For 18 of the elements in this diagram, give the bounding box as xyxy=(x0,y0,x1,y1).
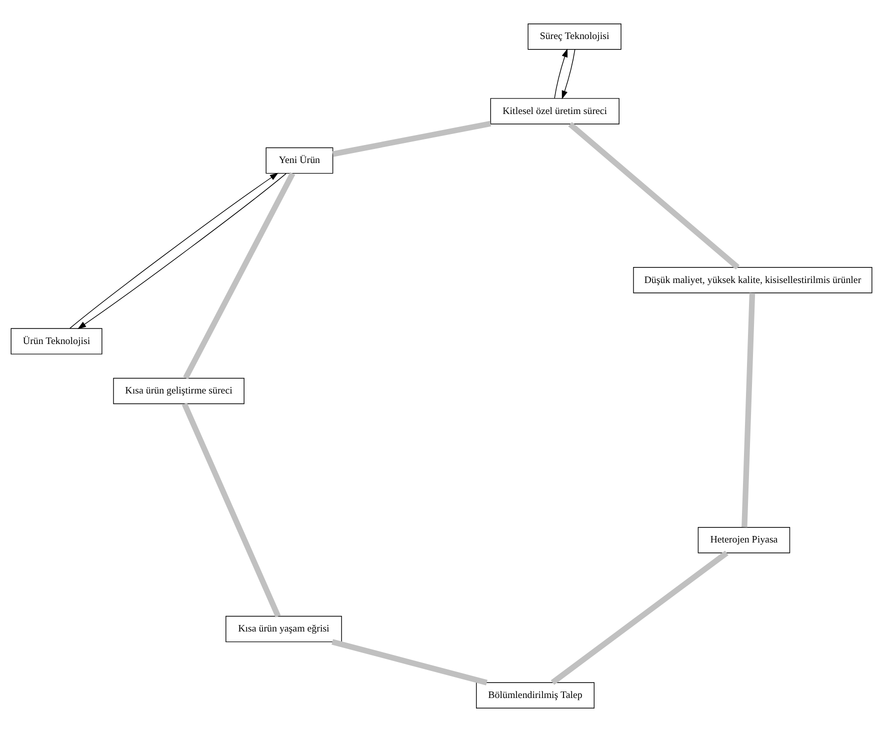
connector xyxy=(332,639,488,686)
connector xyxy=(550,550,728,685)
node-box: Yeni Ürün xyxy=(266,147,334,174)
connector xyxy=(742,292,756,528)
connector xyxy=(183,172,296,380)
node-box: Heterojen Piyasa xyxy=(698,526,790,554)
node-box: Ürün Teknolojisi xyxy=(10,328,102,354)
node-box: Düşük maliyet, yüksek kalite, kisisellestirilmis ürünler xyxy=(633,267,872,294)
node-box: Kısa ürün yaşam eğrisi xyxy=(226,616,342,642)
node-box: Kısa ürün geliştirme süreci xyxy=(113,378,244,404)
node-box: Süreç Teknolojisi xyxy=(528,23,622,50)
arrow xyxy=(554,48,568,99)
node-box: Kitlesel özel üretim süreci xyxy=(490,98,620,124)
connector xyxy=(568,122,740,270)
connector xyxy=(332,120,492,157)
node-box: Bölümlendirilmiş Talep xyxy=(476,682,594,709)
arrow xyxy=(562,49,576,100)
connector xyxy=(182,402,281,618)
